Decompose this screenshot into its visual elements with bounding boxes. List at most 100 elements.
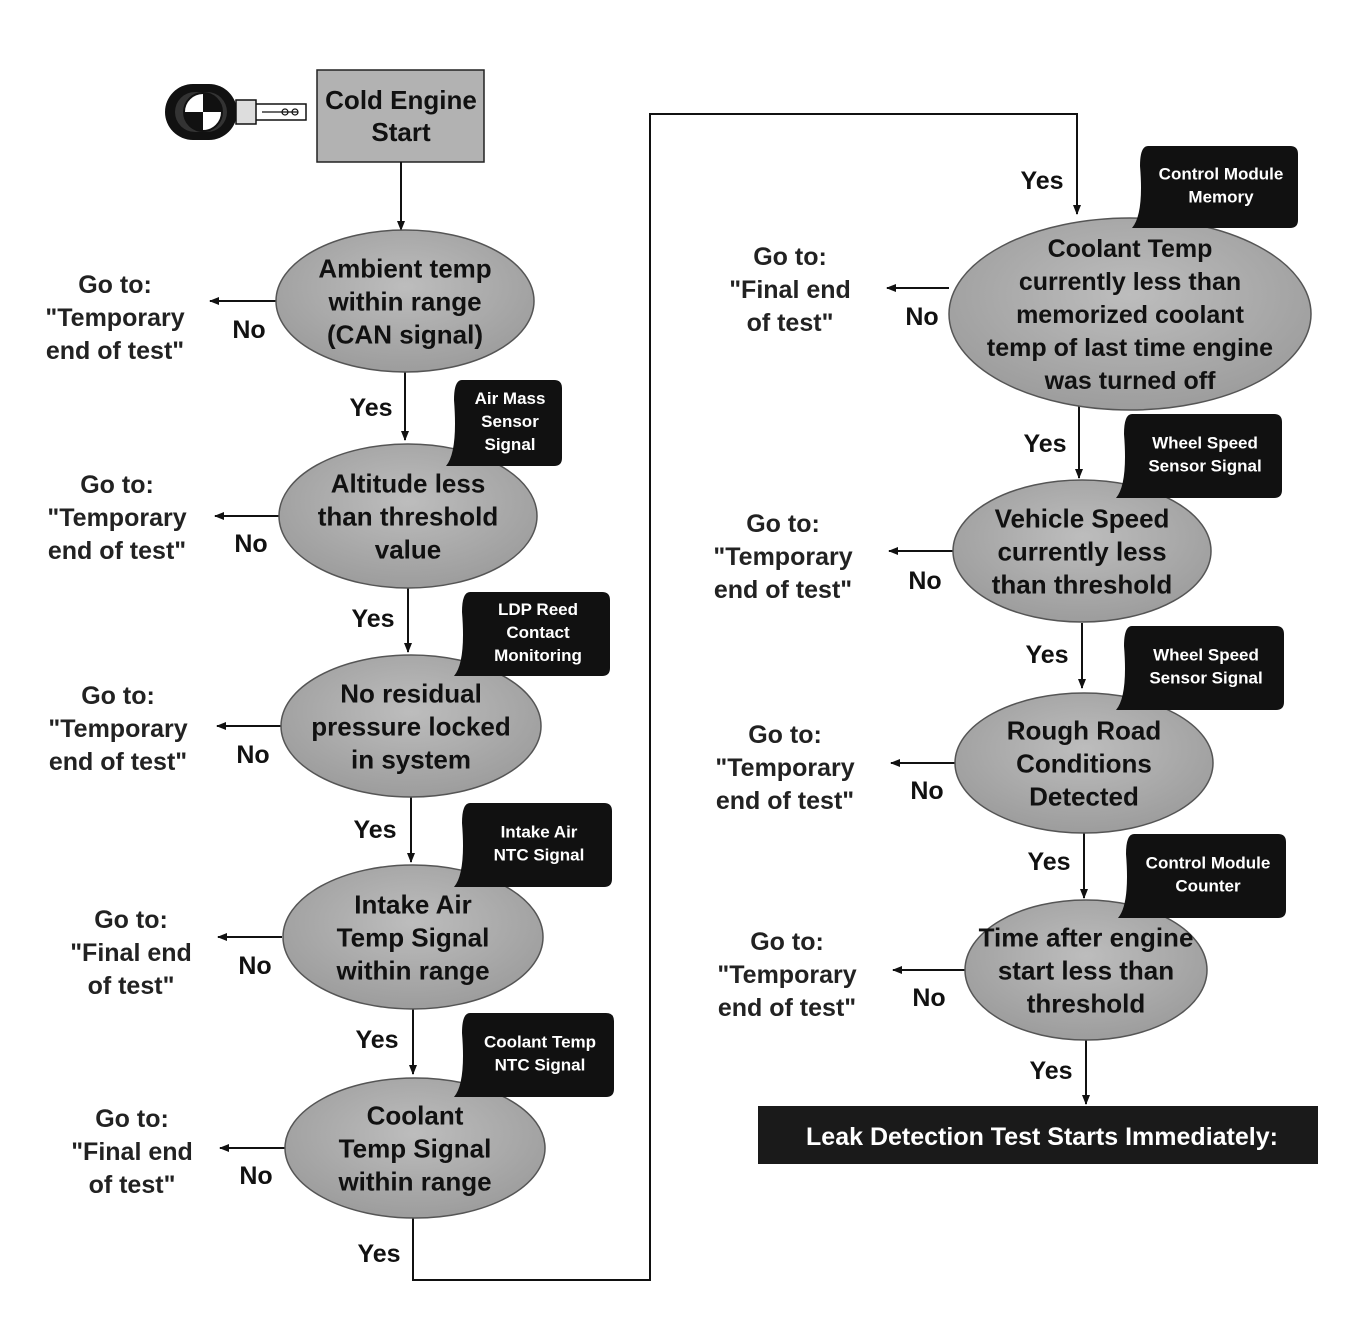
left-signal-box-2-text-line-2: Sensor <box>481 412 539 431</box>
left-signal-box-3-text-line-1: LDP Reed <box>498 600 578 619</box>
left-signal-box-2-text-line-1: Air Mass <box>475 389 546 408</box>
left-no-target-3-text-line-2: "Temporary <box>48 715 187 743</box>
left-decision-5-text-line-2: Temp Signal <box>339 1133 492 1163</box>
left-decision-4-shape <box>282 864 544 1010</box>
right-decision-3-text-line-3: Detected <box>1029 781 1139 811</box>
left-signal-box-5-text-line-1: Coolant Temp <box>484 1033 596 1052</box>
no-label-left-3: No <box>236 741 269 769</box>
right-decision-2-text-line-3: than threshold <box>992 569 1173 599</box>
left-decision-5-text-line-1: Coolant <box>367 1100 464 1130</box>
left-decision-1-text-line-3: (CAN signal) <box>327 319 483 349</box>
right-decision-1-text-line-4: temp of last time engine <box>987 334 1273 362</box>
right-decision-3-text-line-1: Rough Road <box>1007 715 1162 745</box>
left-signal-box-2-text-line-3: Signal <box>484 435 535 454</box>
left-decision-2-text-line-3: value <box>375 534 442 564</box>
right-decision-3-text-line-2: Conditions <box>1016 748 1152 778</box>
left-signal-box-4-text-line-1: Intake Air <box>501 823 578 842</box>
left-no-target-1-text-line-2: "Temporary <box>45 304 184 332</box>
no-label-left-1: No <box>232 316 265 344</box>
right-decision-4-text-line-2: start less than <box>998 955 1174 985</box>
right-decision-2-text-line-1: Vehicle Speed <box>995 503 1170 533</box>
right-decision-4-shape <box>964 899 1208 1041</box>
yes-label-right-4: Yes <box>1027 848 1070 876</box>
left-signal-box-3-text-line-2: Contact <box>506 623 570 642</box>
right-signal-box-2-text-line-1: Wheel Speed <box>1152 434 1258 453</box>
yes-label-left-4: Yes <box>355 1026 398 1054</box>
right-no-target-3-text-line-3: end of test" <box>716 787 854 815</box>
yes-label-right-2: Yes <box>1023 430 1066 458</box>
no-label-left-2: No <box>234 530 267 558</box>
left-decision-3-text-line-2: pressure locked <box>311 711 510 741</box>
right-signal-box-1-text-line-2: Memory <box>1188 188 1254 207</box>
yes-label-right-5: Yes <box>1029 1057 1072 1085</box>
right-decision-1-text-line-2: currently less than <box>1019 268 1241 296</box>
final-label: Leak Detection Test Starts Immediately: <box>806 1123 1278 1151</box>
right-no-target-2-text-line-1: Go to: <box>746 510 820 538</box>
start-label-line1: Cold Engine <box>325 85 477 115</box>
no-label-right-2: No <box>908 567 941 595</box>
left-decision-4-text-line-1: Intake Air <box>354 889 472 919</box>
right-no-target-1-text-line-1: Go to: <box>753 243 827 271</box>
connectors <box>209 113 1090 1281</box>
right-no-target-2-text-line-3: end of test" <box>714 576 852 604</box>
left-no-target-1-text-line-3: end of test" <box>46 337 184 365</box>
no-label-right-3: No <box>910 777 943 805</box>
right-decision-2-shape <box>952 479 1212 623</box>
left-decision-2-text-line-1: Altitude less <box>331 468 486 498</box>
left-decision-5-text-line-3: within range <box>337 1166 491 1196</box>
left-decision-3-text-line-1: No residual <box>340 678 482 708</box>
left-no-target-5-text-line-1: Go to: <box>95 1105 169 1133</box>
yes-label-right-3: Yes <box>1025 641 1068 669</box>
left-signal-box-4-text-line-2: NTC Signal <box>494 846 585 865</box>
right-signal-box-4-shape <box>1118 834 1286 918</box>
left-signal-box-2-shape <box>446 380 562 466</box>
left-no-target-5-text-line-3: of test" <box>89 1171 176 1199</box>
right-signal-box-4-text-line-2: Counter <box>1175 877 1241 896</box>
left-signal-box-4-shape <box>454 803 612 887</box>
yes-label-left-1: Yes <box>349 394 392 422</box>
left-decision-2-text-line-2: than threshold <box>318 501 499 531</box>
no-label-right-1: No <box>905 303 938 331</box>
left-no-target-5: Go to: "Final end of test" <box>71 1105 193 1199</box>
left-signal-box-3-shape <box>454 592 610 676</box>
left-no-target-2-text-line-1: Go to: <box>80 471 154 499</box>
right-signal-box-1-shape <box>1132 146 1298 228</box>
right-decision-4-text-line-1: Time after engine <box>979 922 1194 952</box>
left-signal-box-5-text-line-2: NTC Signal <box>495 1056 586 1075</box>
right-decision-1-text-line-5: was turned off <box>1044 367 1217 395</box>
left-no-target-5-text-line-2: "Final end <box>71 1138 193 1166</box>
left-decision-3-text-line-3: in system <box>351 744 471 774</box>
left-no-target-3-text-line-3: end of test" <box>49 748 187 776</box>
car-key-icon <box>165 84 307 140</box>
left-no-target-4-text-line-1: Go to: <box>94 906 168 934</box>
left-no-target-2-text-line-3: end of test" <box>48 537 186 565</box>
right-decision-2-text-line-2: currently less <box>997 536 1166 566</box>
left-no-target-2-text-line-2: "Temporary <box>47 504 186 532</box>
right-signal-box-1-text-line-1: Control Module <box>1159 165 1284 184</box>
right-decision-1-shape <box>948 217 1312 411</box>
left-decision-3-shape <box>280 654 542 798</box>
left-decision-2-shape <box>278 443 538 589</box>
no-label-left-5: No <box>239 1162 272 1190</box>
left-decision-1-text-line-2: within range <box>327 286 481 316</box>
